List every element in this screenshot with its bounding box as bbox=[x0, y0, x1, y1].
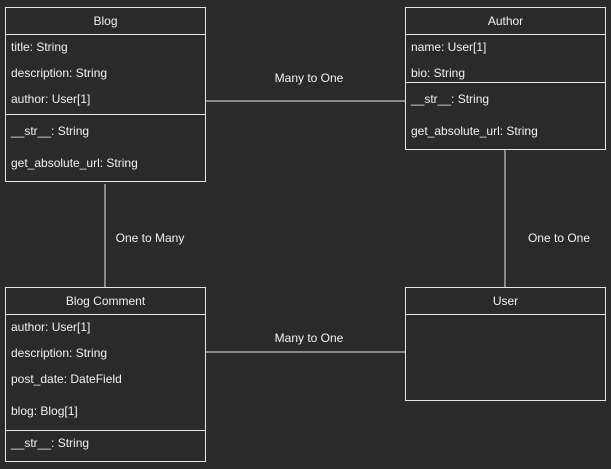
attribute-bio: bio: String bbox=[411, 66, 466, 80]
method-str: __str__: String bbox=[11, 436, 90, 450]
class-title-blog-comment: Blog Comment bbox=[6, 288, 205, 315]
class-blog[interactable]: Blog title: String description: String a… bbox=[5, 7, 206, 182]
relationship-label-author-user: One to One bbox=[527, 231, 591, 245]
relationship-label-blog-comment: One to Many bbox=[115, 231, 185, 245]
attribute-description: description: String bbox=[11, 346, 108, 360]
method-get-absolute-url: get_absolute_url: String bbox=[411, 124, 538, 138]
method-str: __str__: String bbox=[411, 92, 490, 106]
class-user[interactable]: User bbox=[405, 287, 606, 401]
relationship-label-blog-author: Many to One bbox=[274, 71, 344, 85]
class-author[interactable]: Author name: User[1] bio: String __str__… bbox=[405, 7, 606, 150]
class-divider bbox=[6, 114, 205, 115]
attribute-description: description: String bbox=[11, 66, 108, 80]
class-divider bbox=[6, 430, 205, 431]
attribute-blog: blog: Blog[1] bbox=[11, 404, 78, 418]
class-title-user: User bbox=[406, 288, 605, 315]
class-title-author: Author bbox=[406, 8, 605, 35]
method-get-absolute-url: get_absolute_url: String bbox=[11, 156, 138, 170]
attribute-author: author: User[1] bbox=[11, 92, 91, 106]
class-divider bbox=[406, 82, 605, 83]
class-blog-comment[interactable]: Blog Comment author: User[1] description… bbox=[5, 287, 206, 462]
attribute-name: name: User[1] bbox=[411, 40, 487, 54]
attribute-title: title: String bbox=[11, 40, 68, 54]
attribute-post-date: post_date: DateField bbox=[11, 372, 122, 386]
method-str: __str__: String bbox=[11, 124, 90, 138]
class-title-blog: Blog bbox=[6, 8, 205, 35]
attribute-author: author: User[1] bbox=[11, 320, 91, 334]
relationship-label-comment-user: Many to One bbox=[274, 331, 344, 345]
